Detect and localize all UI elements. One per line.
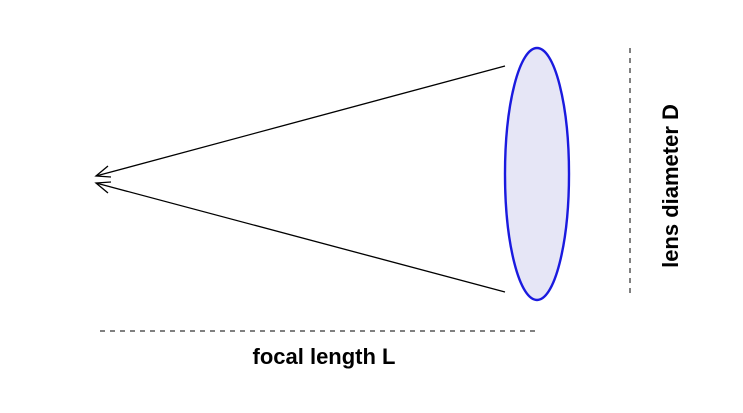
- lower-ray-arrowhead: [94, 181, 112, 194]
- upper-ray-arrowhead: [94, 165, 112, 178]
- lens: [503, 46, 571, 302]
- focal-length-label: focal length L: [253, 344, 396, 369]
- lower-ray: [95, 182, 506, 293]
- upper-ray: [95, 65, 506, 177]
- lens-diameter-label: lens diameter D: [658, 104, 683, 268]
